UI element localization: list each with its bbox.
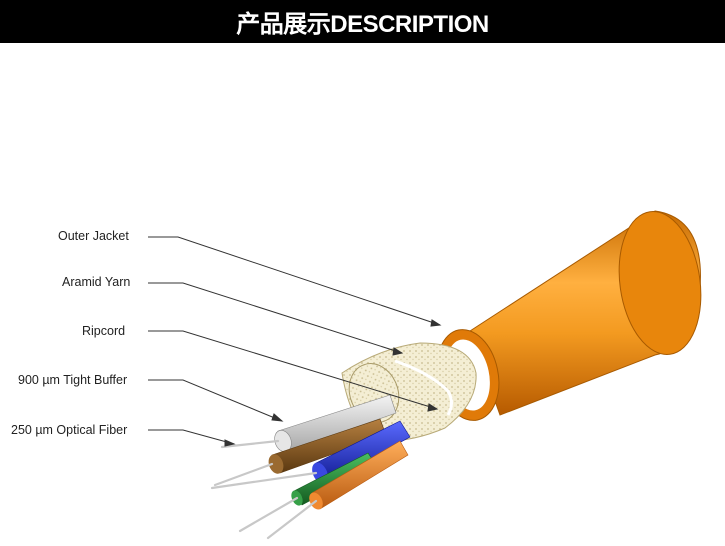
optical-fibers <box>210 439 318 540</box>
label-ripcord: Ripcord <box>82 324 126 338</box>
cable-diagram: Outer Jacket Aramid Yarn Ripcord 900 µm … <box>0 43 725 541</box>
label-optical-fiber: 250 µm Optical Fiber <box>11 423 128 437</box>
cable-illustration <box>148 210 702 540</box>
label-aramid-yarn: Aramid Yarn <box>62 275 131 289</box>
leader-lines <box>148 236 442 447</box>
label-tight-buffer: 900 µm Tight Buffer <box>18 373 128 387</box>
label-outer-jacket: Outer Jacket <box>58 229 129 243</box>
header-banner: 产品展示DESCRIPTION <box>0 0 725 43</box>
tight-buffers <box>268 394 411 510</box>
page-title: 产品展示DESCRIPTION <box>236 11 489 38</box>
